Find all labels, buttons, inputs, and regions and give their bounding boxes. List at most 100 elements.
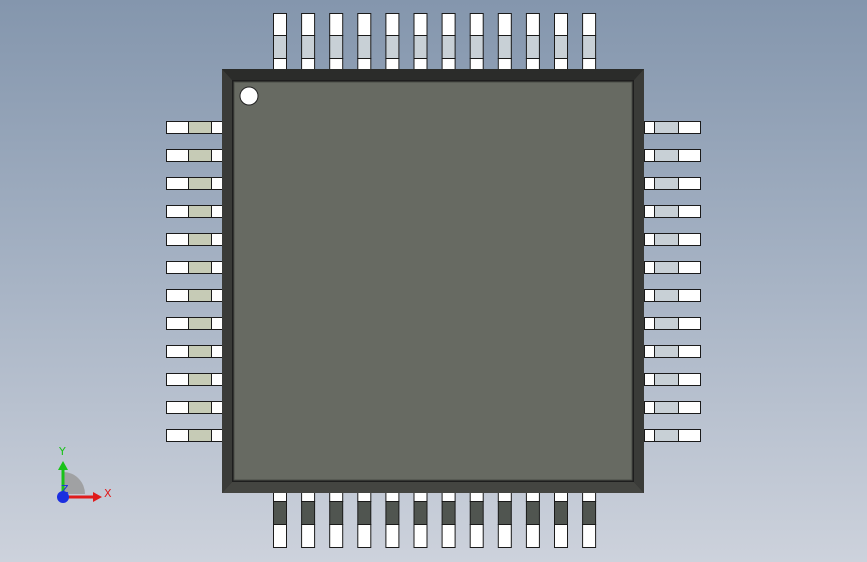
chip-pin-left-tip xyxy=(166,345,189,358)
chip-pin-left-foot xyxy=(188,261,212,274)
chip-pin-right-shoulder xyxy=(644,261,655,274)
chip-pin-top xyxy=(301,13,316,70)
chip-pin-top xyxy=(525,13,540,70)
chip-pin-left-tip xyxy=(166,121,189,134)
chip-pin-left-shoulder xyxy=(211,205,223,218)
chip-pin-right xyxy=(644,177,701,190)
chip-pin-right xyxy=(644,205,701,218)
chip-pin-bottom-foot xyxy=(525,501,540,525)
chip-pin-top-tip xyxy=(525,13,540,36)
chip-pin-bottom xyxy=(497,492,512,548)
chip-pin-right-shoulder xyxy=(644,373,655,386)
chip-pin-top xyxy=(273,13,287,70)
chip-pin-bottom xyxy=(329,492,344,548)
chip-pin-left-shoulder xyxy=(211,429,223,442)
chip-pin-top-tip xyxy=(441,13,456,36)
chip-pin-bottom-foot xyxy=(301,501,316,525)
chip-pin-bottom xyxy=(301,492,316,548)
chip-pin-left xyxy=(166,121,223,134)
chip-pin-top-tip xyxy=(301,13,316,36)
chip-pin-top-foot xyxy=(469,35,484,59)
chip-pin-left xyxy=(166,177,223,190)
chip-pin-top-foot xyxy=(497,35,512,59)
chip-pin-left xyxy=(166,149,223,162)
chip-pin-bottom-foot xyxy=(582,501,597,525)
chip-pin-top xyxy=(554,13,568,70)
chip-pin-bottom-tip xyxy=(582,524,597,548)
chip-pin-bottom-tip xyxy=(554,524,568,548)
chip-pin-top-tip xyxy=(469,13,484,36)
x-axis-label: X xyxy=(104,487,112,500)
chip-pin-left-tip xyxy=(166,177,189,190)
chip-pin-left-tip xyxy=(166,261,189,274)
chip-pin-bottom-shoulder xyxy=(413,492,428,502)
chip-pin-bottom xyxy=(357,492,372,548)
chip-pin-bottom-foot xyxy=(554,501,568,525)
chip-pin-top-shoulder xyxy=(413,58,428,70)
chip-pin-right-tip xyxy=(678,121,701,134)
chip-pin-left-tip xyxy=(166,373,189,386)
chip-pin-left-foot xyxy=(188,177,212,190)
chip-pin-right-foot xyxy=(654,401,679,414)
chip-pin-top-tip xyxy=(582,13,597,36)
chip-pin-top-shoulder xyxy=(357,58,372,70)
chip-pin-right-foot xyxy=(654,233,679,246)
y-axis-arrowhead-icon xyxy=(58,461,68,470)
chip-pin-top-shoulder xyxy=(301,58,316,70)
chip-pin-top-tip xyxy=(385,13,400,36)
chip-pin-right-tip xyxy=(678,289,701,302)
chip-pin-top-tip xyxy=(329,13,344,36)
y-axis-label: Y xyxy=(58,445,66,458)
chip-pin-left xyxy=(166,401,223,414)
chip-pin-right-shoulder xyxy=(644,149,655,162)
chip-pin-top-shoulder xyxy=(273,58,287,70)
chip-pin-bottom-shoulder xyxy=(582,492,597,502)
axis-triad: X Y Z xyxy=(57,445,112,503)
chip-pin-top-tip xyxy=(357,13,372,36)
chip-bevel-bottom xyxy=(222,482,644,493)
chip-pin-top-shoulder xyxy=(469,58,484,70)
chip-body[interactable] xyxy=(222,69,644,493)
chip-pin-right-foot xyxy=(654,429,679,442)
chip-pin-left-foot xyxy=(188,317,212,330)
chip-pin-left-shoulder xyxy=(211,233,223,246)
chip-pin-bottom xyxy=(469,492,484,548)
chip-pin-top-shoulder xyxy=(582,58,597,70)
chip-pin-right-shoulder xyxy=(644,233,655,246)
pins-left-column xyxy=(166,121,223,442)
chip-pin-bottom-tip xyxy=(469,524,484,548)
chip-pin-right-tip xyxy=(678,317,701,330)
chip-pin-left-foot xyxy=(188,429,212,442)
chip-pin-left-tip xyxy=(166,205,189,218)
chip-pin-left-shoulder xyxy=(211,149,223,162)
chip-pin-top-shoulder xyxy=(329,58,344,70)
chip-pin-top-foot xyxy=(385,35,400,59)
chip-pin-bottom-foot xyxy=(469,501,484,525)
chip-pin-bottom xyxy=(525,492,540,548)
chip-pin-right-foot xyxy=(654,317,679,330)
chip-bevel-top xyxy=(222,69,644,80)
chip-pin-left-shoulder xyxy=(211,373,223,386)
chip-pin-left xyxy=(166,233,223,246)
chip-pin-bottom-tip xyxy=(441,524,456,548)
chip-pin-bottom-tip xyxy=(329,524,344,548)
chip-pin-top xyxy=(385,13,400,70)
chip-pin-bottom xyxy=(273,492,287,548)
z-axis-label: Z xyxy=(61,483,69,496)
chip-pin-left-shoulder xyxy=(211,401,223,414)
chip-pin-bottom-foot xyxy=(497,501,512,525)
chip-pin-bottom xyxy=(413,492,428,548)
chip-pin-left xyxy=(166,345,223,358)
chip-pin-left-foot xyxy=(188,401,212,414)
chip-pin-top xyxy=(413,13,428,70)
chip-pin-right-tip xyxy=(678,233,701,246)
chip-pin-top-shoulder xyxy=(497,58,512,70)
chip-pin-left-tip xyxy=(166,233,189,246)
chip-pin-left xyxy=(166,317,223,330)
chip-pin-right-foot xyxy=(654,121,679,134)
chip-pin-bottom xyxy=(582,492,597,548)
chip-pin-bottom-shoulder xyxy=(554,492,568,502)
chip-pin-top-tip xyxy=(497,13,512,36)
